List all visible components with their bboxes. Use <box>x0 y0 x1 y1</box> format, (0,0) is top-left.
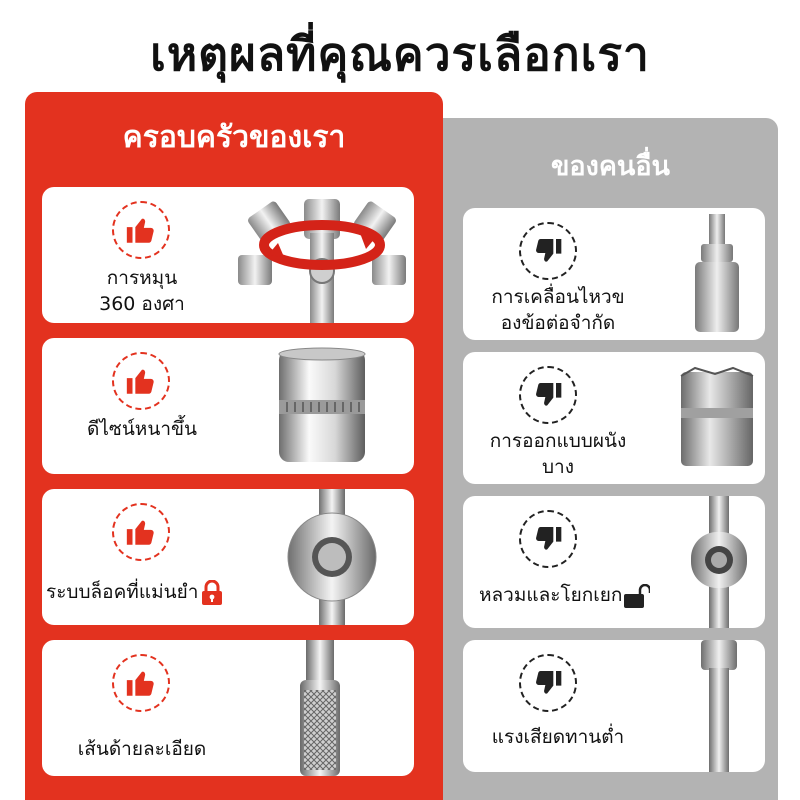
page-title: เหตุผลที่คุณควรเลือกเรา <box>150 27 650 81</box>
thumbs-up-icon <box>112 503 170 561</box>
our-feature-label: ดีไซน์หนาขึ้น <box>87 418 197 440</box>
other-feature-card-rotation: การเคลื่อนไหวข องข้อต่อจำกัด <box>463 208 765 340</box>
our-feature-label: เส้นด้ายละเอียด <box>77 738 207 760</box>
other-feature-card-lock: หลวมและโยกเยก <box>463 496 765 628</box>
other-feature-label: การออกแบบผนัง บาง <box>489 430 627 478</box>
other-feature-label-row: หลวมและโยกเยก <box>479 582 669 608</box>
lock-ratchet-illustration <box>287 489 377 625</box>
thin-socket-illustration <box>680 366 754 466</box>
knurled-extension-illustration <box>300 640 340 776</box>
lock-closed-icon <box>202 579 223 605</box>
other-product-panel: ของคนอื่น การเคลื่อนไหวข องข้อต่อจำกัด ก… <box>443 118 778 800</box>
our-feature-label: ระบบล็อคที่แม่นยำ <box>46 581 199 603</box>
our-feature-card-thickness: ดีไซน์หนาขึ้น <box>42 338 414 474</box>
swivel-joint-illustration <box>238 199 406 323</box>
lock-open-icon <box>624 583 651 608</box>
other-feature-card-thickness: การออกแบบผนัง บาง <box>463 352 765 484</box>
our-product-heading: ครอบครัวของเรา <box>122 120 346 155</box>
basic-joint-illustration <box>695 214 739 332</box>
thumbs-down-icon <box>519 366 577 424</box>
other-feature-card-thread: แรงเสียดทานต่ำ <box>463 640 765 772</box>
other-feature-label: หลวมและโยกเยก <box>479 584 623 606</box>
our-feature-card-rotation: การหมุน 360 องศา <box>42 187 414 323</box>
thumbs-up-icon <box>112 201 170 259</box>
thick-socket-illustration <box>278 347 366 462</box>
other-product-heading: ของคนอื่น <box>550 151 671 182</box>
thumbs-up-icon <box>112 654 170 712</box>
thumbs-down-icon <box>519 222 577 280</box>
loose-joint-illustration <box>691 496 747 628</box>
other-feature-label: แรงเสียดทานต่ำ <box>491 726 625 748</box>
smooth-extension-illustration <box>701 640 737 772</box>
thumbs-down-icon <box>519 510 577 568</box>
our-feature-label-row: ระบบล็อคที่แม่นยำ <box>46 579 266 606</box>
other-feature-label: การเคลื่อนไหวข องข้อต่อจำกัด <box>491 286 625 334</box>
our-feature-label: การหมุน 360 องศา <box>99 267 185 315</box>
thumbs-down-icon <box>519 654 577 712</box>
our-feature-card-lock: ระบบล็อคที่แม่นยำ <box>42 489 414 625</box>
thumbs-up-icon <box>112 352 170 410</box>
our-product-panel: ครอบครัวของเรา การหมุน 360 องศา ดีไซน์ <box>25 92 443 800</box>
our-feature-card-thread: เส้นด้ายละเอียด <box>42 640 414 776</box>
